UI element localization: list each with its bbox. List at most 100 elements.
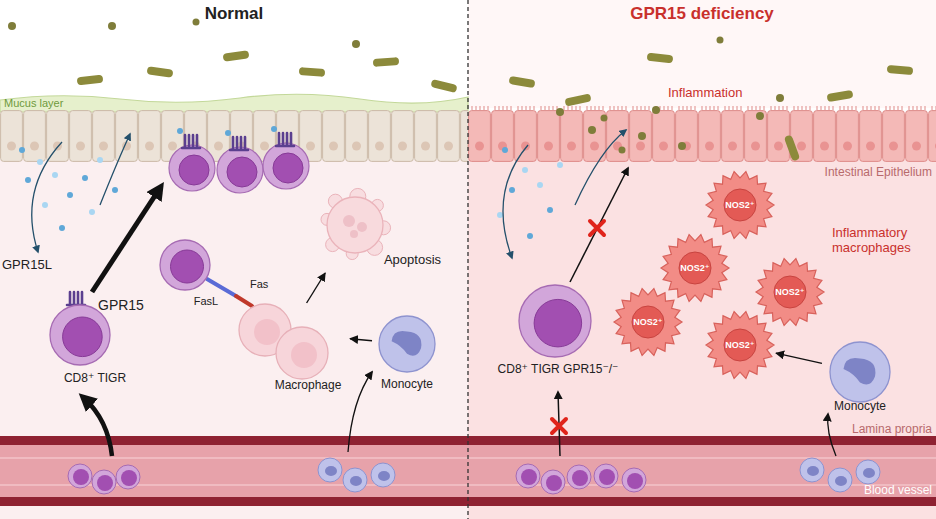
cell-label: CD8⁺ TIGR GPR15⁻/⁻	[488, 363, 628, 377]
cell-label: NOS2⁺	[704, 200, 776, 210]
cell-node: NOS2⁺	[659, 232, 731, 304]
annotation-label: Inflammation	[668, 86, 742, 101]
lamina-propria-normal	[0, 160, 468, 440]
cell-node: CD8⁺ TIGR	[40, 302, 150, 392]
annotation-label: GPR15	[98, 297, 144, 313]
ligand-dot	[527, 233, 533, 239]
intraepithelial-t-cell	[217, 147, 263, 193]
recruitment-arrow	[84, 398, 112, 456]
bacterium	[223, 50, 250, 62]
bacterium	[717, 37, 724, 44]
panel: NormalCD8⁺ TIGRFasLMacrophageApoptosisMo…	[0, 0, 468, 519]
bacterium	[8, 22, 16, 30]
bacterium	[638, 132, 646, 140]
cell-label: Monocyte	[372, 378, 442, 392]
bacterium	[678, 142, 686, 150]
ligand-dot	[557, 162, 563, 168]
monocyte-body	[830, 342, 890, 402]
ligand-dot	[112, 187, 118, 193]
block-mark	[590, 221, 604, 235]
t-cell-body	[519, 285, 591, 357]
ligand-dot	[82, 175, 88, 181]
bacterium	[588, 126, 596, 134]
blood-t-cell	[116, 465, 140, 489]
panel-title: Normal	[0, 4, 468, 24]
blocked-arrow	[570, 168, 628, 282]
blood-t-cell	[594, 464, 618, 488]
receptor-symbol	[67, 292, 85, 305]
connector-arrow	[307, 273, 326, 303]
t-cell-body	[50, 305, 110, 365]
ligand-dot	[59, 225, 65, 231]
bacterium	[193, 19, 200, 26]
cell-node: NOS2⁺	[704, 309, 776, 381]
t-cell-nucleus	[171, 250, 204, 283]
ligand-dot	[19, 147, 25, 153]
macrophage-nucleus	[254, 319, 280, 345]
ligand-dot	[52, 172, 58, 178]
blood-t-cell	[622, 468, 646, 492]
annotation-label: Inflammatory macrophages	[832, 226, 928, 256]
annotation-label: Lamina propria	[830, 423, 932, 437]
cell-node: Macrophage	[238, 303, 350, 395]
t-cell-nucleus	[63, 317, 103, 357]
secretion-arrow	[32, 142, 62, 252]
ligand-dot	[37, 159, 43, 165]
macrophage-nucleus	[291, 342, 317, 368]
receptor-symbol	[276, 133, 294, 146]
bacterium	[619, 147, 626, 154]
t-cell-nucleus	[534, 299, 582, 347]
bacterium	[564, 93, 591, 106]
nuclear-fragment	[343, 215, 355, 227]
bacterium	[147, 66, 174, 78]
bacterium	[108, 22, 116, 30]
bacterium	[601, 115, 608, 122]
bacterium	[509, 76, 536, 88]
blood-t-cell	[68, 464, 92, 488]
bacterium	[556, 108, 564, 116]
cell-label: NOS2⁺	[612, 317, 684, 327]
cell-node: FasL	[158, 238, 228, 313]
ligand-dot	[547, 207, 553, 213]
cell-node: Monocyte	[822, 340, 898, 416]
cell-node: NOS2⁺	[704, 169, 776, 241]
bacterium	[784, 134, 800, 161]
cell-label: NOS2⁺	[659, 263, 731, 273]
bacterium	[827, 90, 854, 102]
intraepithelial-t-cell	[169, 145, 215, 191]
ligand-dot	[89, 209, 95, 215]
t-cell-body	[160, 240, 210, 290]
ligand-dot	[25, 177, 31, 183]
panel-divider	[467, 0, 468, 519]
annotation-label: Fas	[250, 278, 268, 291]
monocyte-nucleus	[844, 358, 876, 385]
ligand-dot	[522, 167, 528, 173]
bacterium	[647, 53, 674, 64]
blood-monocyte	[371, 463, 395, 487]
cell-node: NOS2⁺	[754, 256, 826, 328]
cell-label: NOS2⁺	[754, 287, 826, 297]
ligand-dot	[97, 157, 103, 163]
bacterium	[352, 40, 360, 48]
cell-node: CD8⁺ TIGR GPR15⁻/⁻	[488, 283, 628, 383]
secretion-arrow	[575, 130, 626, 205]
homing-arrow	[92, 188, 160, 292]
nuclear-fragment	[357, 222, 367, 232]
blood-t-cell	[567, 465, 591, 489]
bacterium	[756, 112, 764, 120]
bacterium	[373, 57, 399, 67]
epithelium-inflamed	[468, 106, 936, 162]
ligand-dot	[497, 212, 503, 218]
blood-t-cell	[516, 464, 540, 488]
ligand-dot	[509, 187, 515, 193]
cell-label: Monocyte	[822, 400, 898, 414]
annotation-label: Blood vessel	[830, 484, 932, 498]
blood-monocyte	[800, 458, 824, 482]
cell-label: Macrophage	[268, 379, 348, 393]
connector-arrow	[350, 339, 372, 341]
ligand-dot	[42, 202, 48, 208]
bacterium	[776, 94, 784, 102]
cell-label: FasL	[186, 295, 226, 308]
